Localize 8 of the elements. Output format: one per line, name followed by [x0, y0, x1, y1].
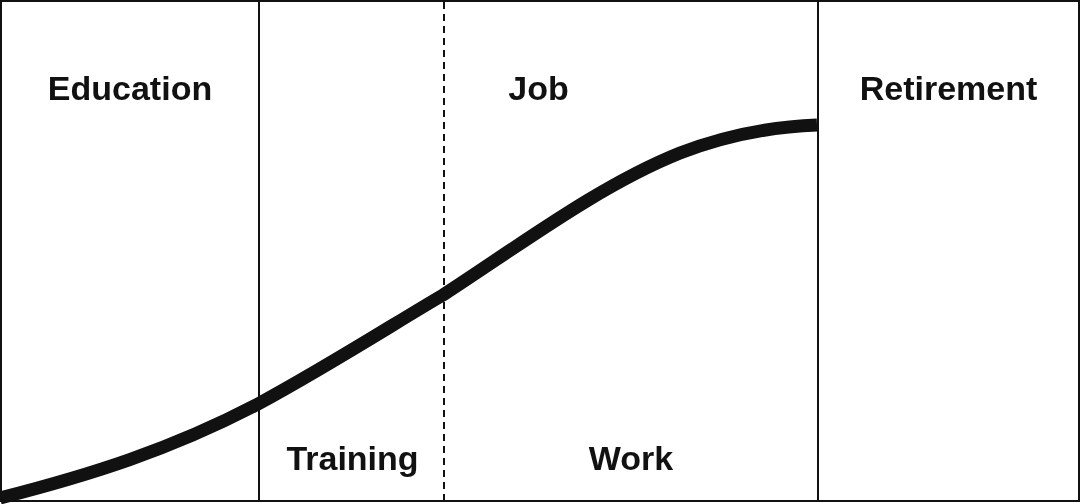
- stage-label: Job: [507, 68, 570, 108]
- stage-label: Training: [285, 438, 420, 478]
- column-panel: [258, 0, 819, 502]
- stage-label: Work: [587, 438, 675, 478]
- column-panel: [817, 0, 1080, 502]
- column-panel: [0, 0, 260, 502]
- stage-label: Education: [46, 68, 214, 108]
- stage-label: Retirement: [858, 68, 1039, 108]
